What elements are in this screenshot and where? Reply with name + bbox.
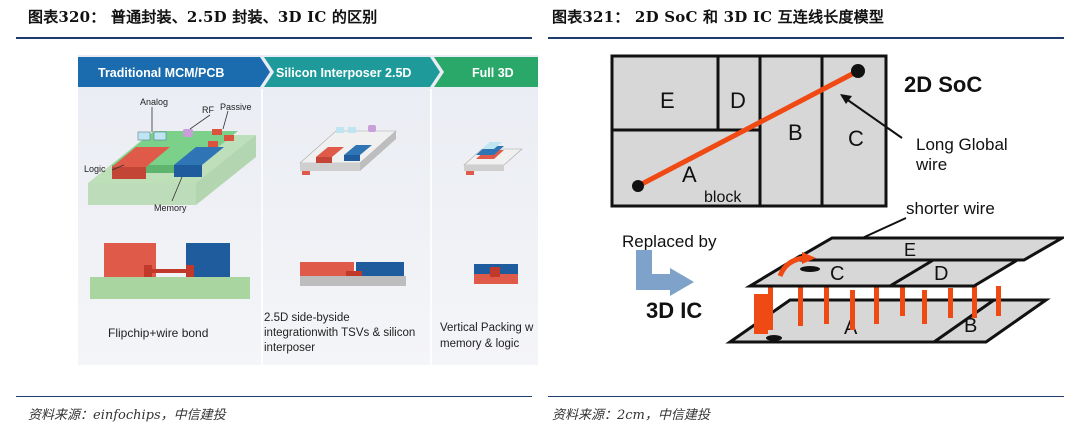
left-figure-title: 图表320： 普通封装、2.5D 封装、3D IC 的区别 (28, 8, 378, 26)
label-rf: RF (202, 105, 214, 115)
right-bottom-rule (548, 396, 1064, 397)
caption-traditional: Flipchip+wire bond (108, 326, 208, 340)
right-source-note: 资料来源：2cm，中信建投 (552, 408, 710, 423)
label-2d-soc: 2D SoC (904, 72, 982, 97)
label-long-global: Long Global (916, 135, 1008, 154)
label-3d-ic: 3D IC (646, 298, 702, 323)
tab-full-3d: Full 3D (434, 57, 538, 87)
soc-2d-diagram: E D B C A block (610, 54, 888, 208)
left-title-rule (16, 37, 532, 39)
caption-interposer-line1: 2.5D side-byside (264, 312, 350, 324)
label-wire: wire (915, 155, 947, 174)
label-replaced-by: Replaced by (622, 232, 717, 251)
label-shorter-wire: shorter wire (906, 199, 995, 218)
block-e-3d: E (904, 240, 916, 260)
caption-interposer-line3: interposer (264, 342, 315, 354)
tab-silicon-interposer: Silicon Interposer 2.5D (264, 57, 440, 87)
ic-3d-diagram: A B C D E (725, 236, 1068, 344)
right-figure-title: 图表321： 2D SoC 和 3D IC 互连线长度模型 (552, 8, 885, 26)
tab-label-traditional: Traditional MCM/PCB (98, 66, 224, 80)
traditional-package-drawing (88, 107, 256, 205)
right-title-rule (548, 37, 1064, 39)
tab-traditional-mcm: Traditional MCM/PCB (78, 57, 270, 87)
packaging-comparison-figure: Traditional MCM/PCB Silicon Interposer 2… (78, 55, 538, 365)
wire-length-model-figure: E D B C A block 2D SoC Long Global wire … (604, 50, 1068, 362)
left-source-note: 资料来源：einfochips，中信建投 (28, 408, 226, 423)
caption-full3d-line1: Vertical Packing w (440, 322, 534, 334)
label-logic: Logic (84, 164, 106, 174)
full3d-package-drawing (463, 142, 523, 175)
caption-interposer-line2: integrationwith TSVs & silicon (264, 327, 415, 339)
block-c-3d: C (830, 263, 844, 285)
label-analog: Analog (140, 97, 168, 107)
interposer-cross-section (300, 262, 406, 286)
label-memory: Memory (154, 203, 187, 213)
block-e-2d: E (660, 88, 675, 113)
tab-label-full3d: Full 3D (472, 66, 514, 80)
label-passive: Passive (220, 102, 252, 112)
block-d-2d: D (730, 88, 746, 113)
left-bottom-rule (16, 396, 532, 397)
block-c-2d: C (848, 126, 864, 151)
caption-full3d-line2: memory & logic (440, 338, 519, 350)
block-word: block (704, 189, 742, 206)
full3d-cross-section (474, 264, 518, 284)
tab-label-interposer: Silicon Interposer 2.5D (276, 66, 411, 80)
block-a-2d: A (682, 162, 697, 187)
block-d-3d: D (934, 263, 948, 285)
traditional-cross-section (90, 243, 250, 299)
interposer-package-drawing (299, 125, 397, 175)
block-b-2d: B (788, 120, 803, 145)
block-b-3d: B (964, 315, 977, 337)
